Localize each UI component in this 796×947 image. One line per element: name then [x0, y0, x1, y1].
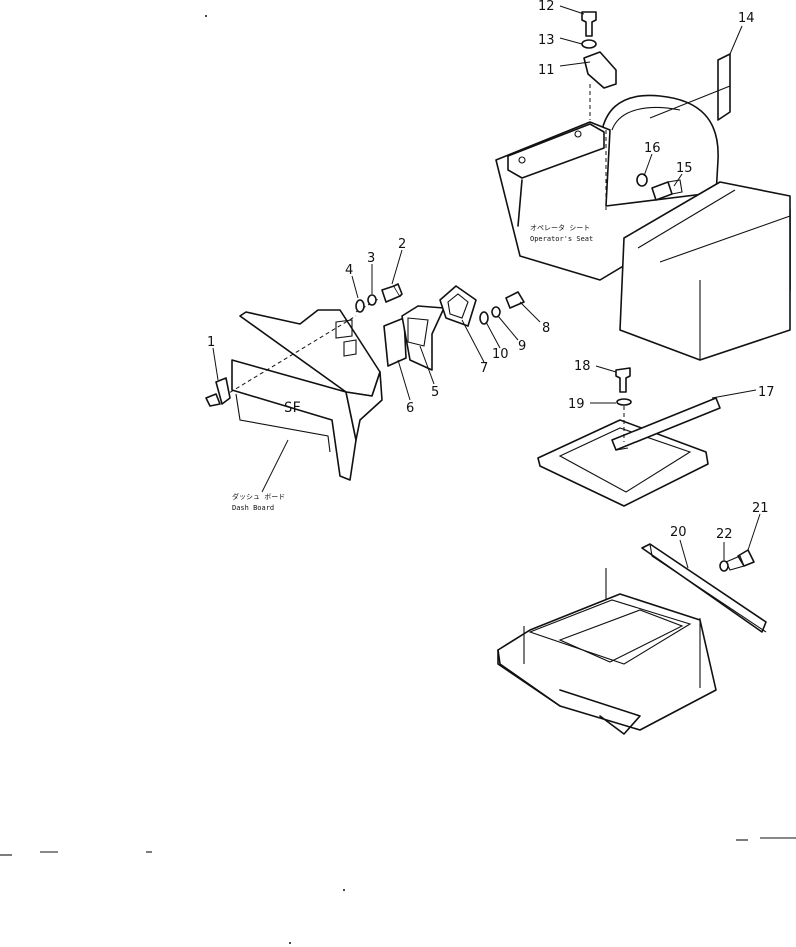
callout-16: 16	[644, 141, 661, 156]
leader-lines	[212, 5, 761, 569]
callout-19: 19	[568, 397, 585, 412]
callout-12: 12	[538, 0, 555, 14]
svg-text:SF: SF	[284, 400, 301, 416]
dash-board: SF	[205, 283, 403, 493]
callout-6: 6	[406, 401, 414, 416]
callout-5: 5	[431, 385, 439, 400]
floor-plate	[537, 367, 721, 507]
callout-3: 3	[367, 251, 375, 266]
dash-caption-jp: ダッシュ ボード	[232, 492, 285, 501]
callout-14: 14	[738, 11, 755, 26]
captions: オペレータ シート Operator's Seat ダッシュ ボード Dash …	[232, 223, 593, 512]
callout-18: 18	[574, 359, 591, 374]
callout-20: 20	[670, 525, 687, 540]
callout-17: 17	[758, 385, 775, 400]
callout-9: 9	[518, 339, 526, 354]
seat-caption-en: Operator's Seat	[530, 235, 593, 243]
dash-caption-en: Dash Board	[232, 504, 274, 512]
callout-2: 2	[398, 237, 406, 252]
mount-brackets	[383, 285, 525, 371]
seat-frame	[497, 543, 767, 735]
callout-8: 8	[542, 321, 550, 336]
callout-7: 7	[480, 361, 488, 376]
operator-seat	[495, 11, 791, 361]
seat-caption-jp: オペレータ シート	[530, 223, 590, 232]
callout-11: 11	[538, 63, 555, 78]
callout-4: 4	[345, 263, 353, 278]
callout-labels: 1 2 3 4 5 6 7 8 9 10 11 12 13 14 15 16 1…	[207, 0, 775, 542]
callout-13: 13	[538, 33, 555, 48]
callout-22: 22	[716, 527, 733, 542]
callout-10: 10	[492, 347, 509, 362]
callout-1: 1	[207, 335, 215, 350]
callout-21: 21	[752, 501, 769, 516]
scan-marks	[0, 15, 796, 944]
callout-15: 15	[676, 161, 693, 176]
